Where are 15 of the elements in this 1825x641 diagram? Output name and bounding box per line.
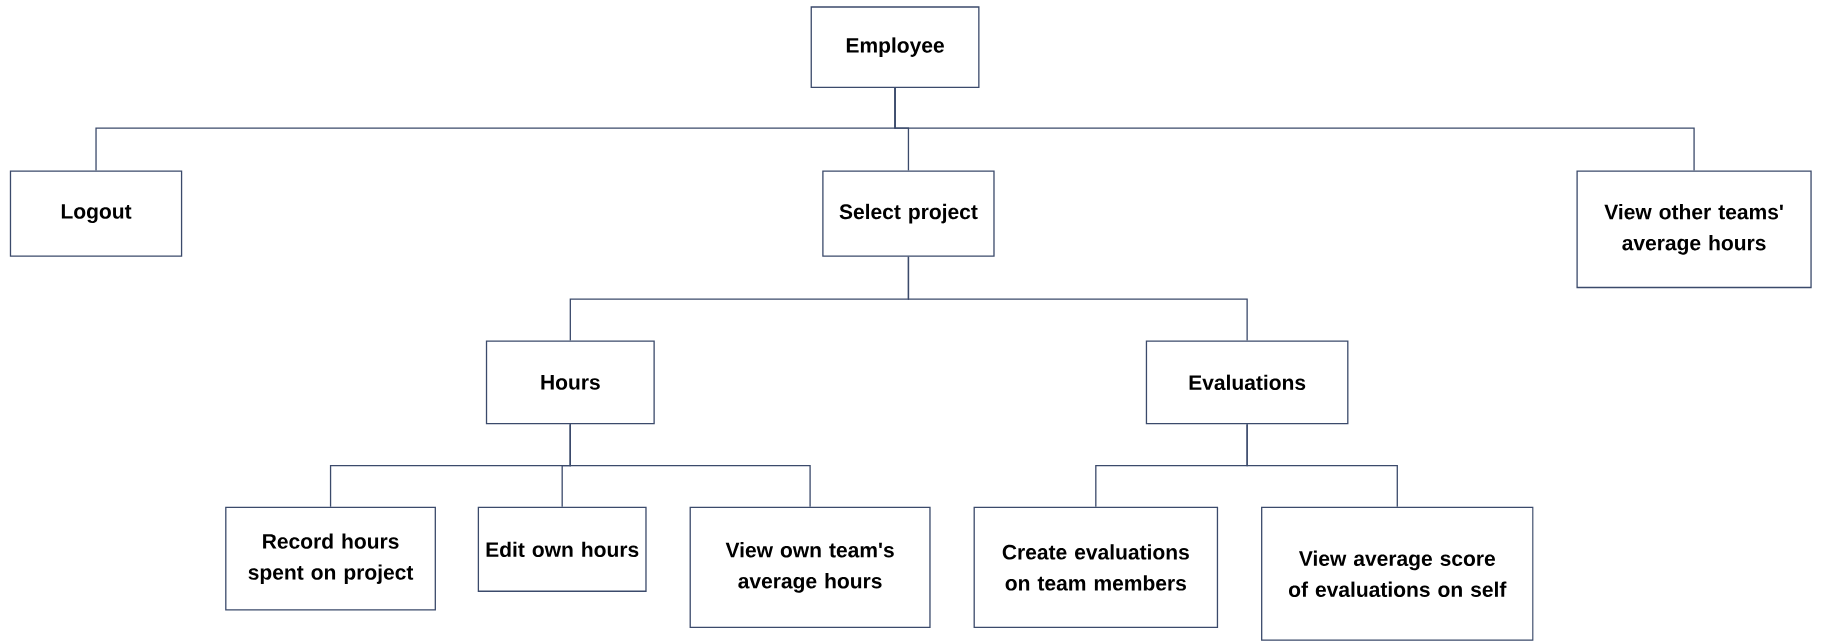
connector-line — [907, 256, 1248, 342]
menu-box: View other teams' average hours — [1576, 170, 1812, 289]
menu-box: Edit own hours — [477, 506, 647, 592]
menu-box: Employee — [810, 6, 980, 88]
menu-box: Hours — [485, 340, 655, 425]
connector-line — [894, 87, 1695, 172]
menu-box: Logout — [9, 170, 183, 257]
menu-box: View average score of evaluations on self — [1261, 506, 1534, 641]
menu-box: Evaluations — [1145, 340, 1349, 425]
menu-box: Select project — [822, 170, 995, 257]
connector-line — [569, 423, 811, 508]
menu-box: Record hours spent on project — [225, 506, 436, 611]
menu-box: Create evaluations on team members — [973, 506, 1219, 628]
connector-line — [1246, 423, 1398, 508]
menu-box: View own team's average hours — [689, 506, 931, 628]
